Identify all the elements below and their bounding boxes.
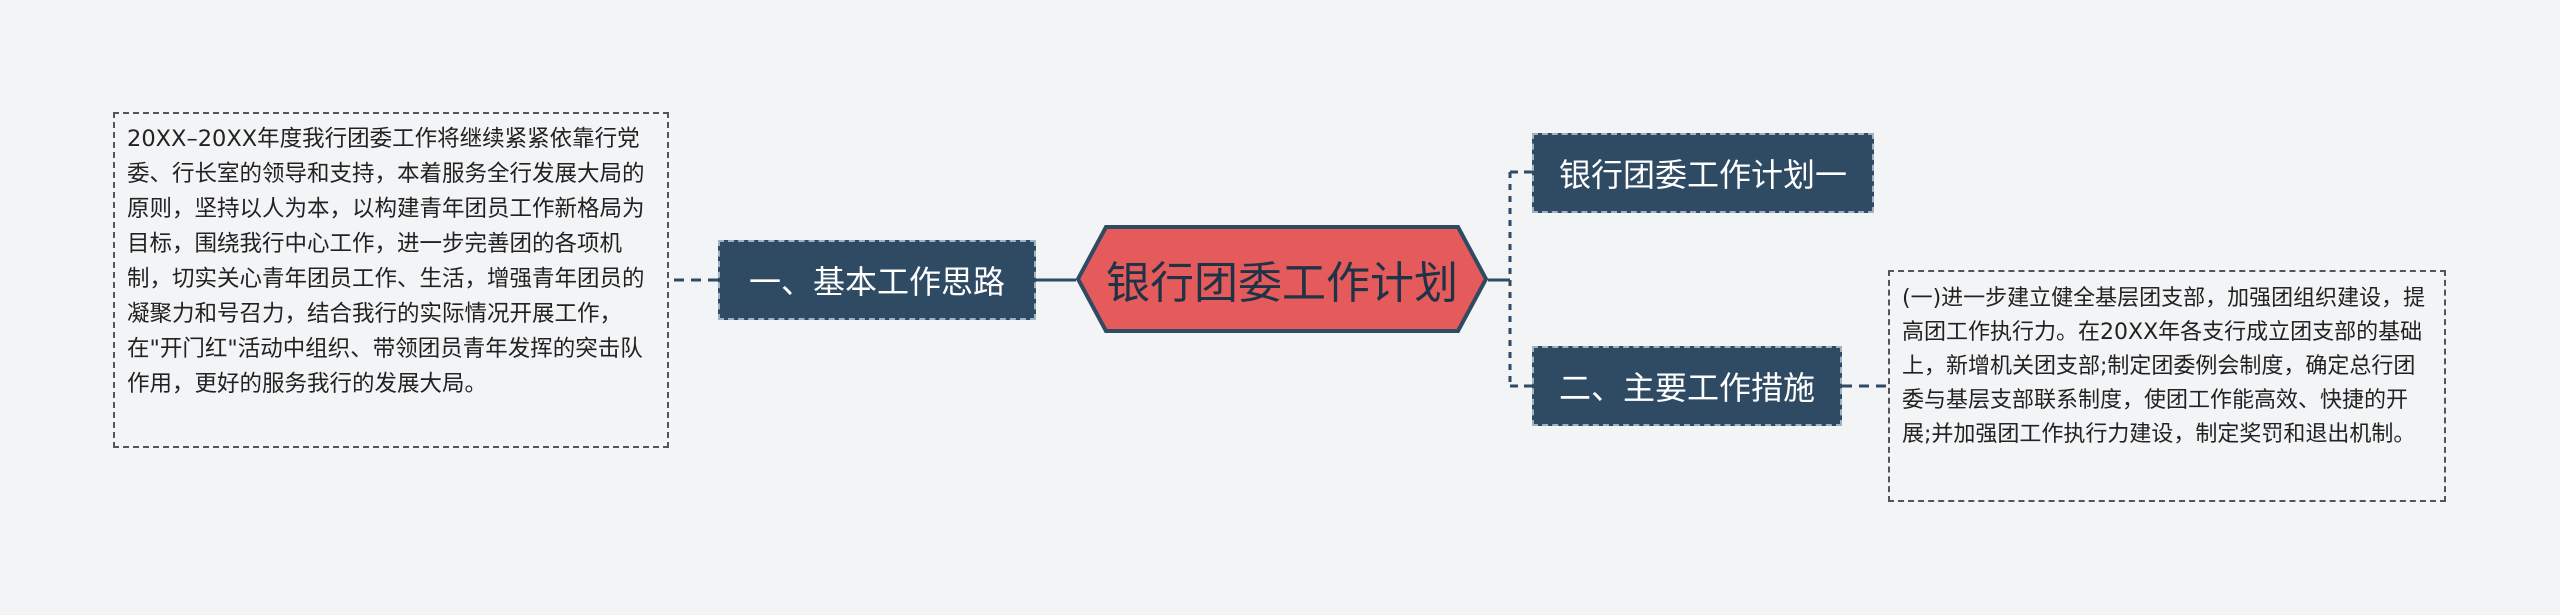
detail-block-basic-ideas-text: 20XX–20XX年度我行团委工作将继续紧紧依靠行党委、行长室的领导和支持，本着…	[127, 126, 645, 397]
branch-node-basic-ideas[interactable]: 一、基本工作思路	[718, 240, 1036, 320]
branch-node-main-measures[interactable]: 二、主要工作措施	[1532, 346, 1842, 426]
detail-block-main-measures-text: (一)进一步建立健全基层团支部，加强团组织建设，提高团工作执行力。在20XX年各…	[1902, 286, 2426, 447]
branch-node-plan-one[interactable]: 银行团委工作计划一	[1532, 133, 1874, 213]
detail-block-main-measures[interactable]: (一)进一步建立健全基层团支部，加强团组织建设，提高团工作执行力。在20XX年各…	[1888, 270, 2446, 502]
detail-block-basic-ideas[interactable]: 20XX–20XX年度我行团委工作将继续紧紧依靠行党委、行长室的领导和支持，本着…	[113, 112, 669, 448]
branch-node-main-measures-label: 二、主要工作措施	[1558, 369, 1815, 407]
branch-node-basic-ideas-label: 一、基本工作思路	[748, 263, 1005, 301]
central-hexagon-shape	[1076, 225, 1488, 333]
central-topic[interactable]: 银行团委工作计划	[1076, 225, 1488, 333]
central-topic-title: 银行团委工作计划	[1106, 258, 1458, 309]
branch-node-plan-one-label: 银行团委工作计划一	[1558, 156, 1847, 194]
